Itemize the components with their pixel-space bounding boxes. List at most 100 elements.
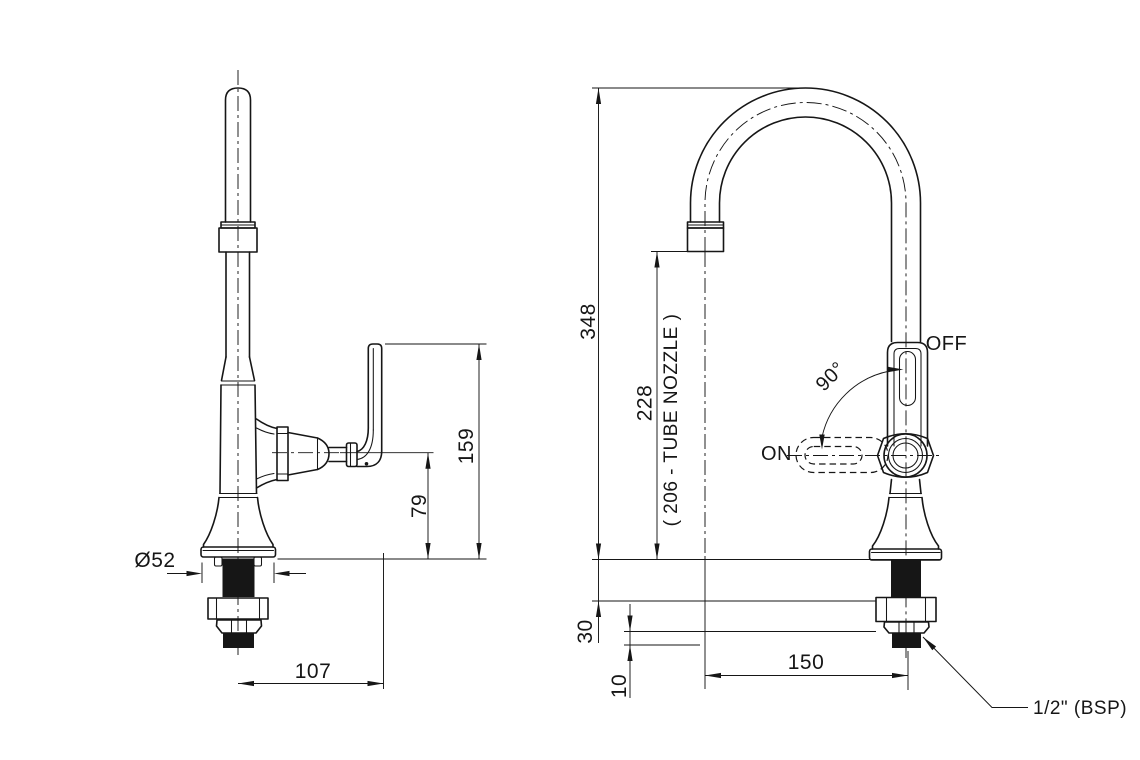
ext-line [201, 562, 275, 583]
dim-label-valve-center-height: 79 [408, 494, 431, 518]
dim-label-base-diameter: Ø52 [134, 549, 175, 572]
nut-facet-lines [885, 596, 927, 623]
hex-nut [883, 621, 930, 634]
dim-label-handle-reach: 107 [295, 660, 332, 683]
valve-flange [276, 426, 289, 482]
front-bell-neck [889, 478, 922, 495]
dim-deck-lower: 10 [608, 604, 633, 698]
thread-callout-label: 1/2" (BSP) [1033, 698, 1127, 719]
side-spout-outline [224, 87, 252, 223]
arrowhead [367, 680, 384, 687]
mounting-nut [207, 597, 269, 620]
lever-inner-outline [893, 347, 922, 447]
arrowhead [627, 645, 633, 661]
dim-handle-top-height: 159 [277, 343, 487, 560]
arrowhead [888, 366, 904, 373]
arrowhead [595, 601, 602, 617]
dim-label-spout-reach: 150 [788, 651, 825, 674]
dim-label-overall-height: 348 [577, 303, 600, 340]
side-handle-lever [367, 343, 383, 452]
side-nozzle-body [218, 227, 258, 253]
arrowhead [819, 434, 825, 450]
dim-nozzle-clearance: 228 ( 206 - TUBE NOZZLE ) [634, 251, 687, 560]
arrowhead [595, 543, 602, 560]
threaded-shank [222, 558, 255, 597]
ring-lines [888, 492, 923, 499]
valve-neck-inner [255, 427, 275, 480]
handle-hub-flange [345, 442, 358, 468]
dim-label-nozzle-note: ( 206 - TUBE NOZZLE ) [661, 314, 682, 527]
dim-base-diameter: Ø52 [134, 549, 306, 583]
thread-tail [223, 633, 254, 648]
hub-ring [892, 442, 919, 469]
hex-nut [215, 619, 263, 634]
arrowhead [705, 672, 721, 679]
arrowhead [654, 543, 660, 560]
side-body [219, 384, 258, 494]
ext-line [704, 556, 909, 690]
lever-hook-inner [356, 429, 374, 461]
nut-facet-lines [898, 621, 915, 634]
gooseneck-centerline [704, 102, 907, 658]
arrowhead [274, 570, 290, 577]
valve-neck [255, 418, 278, 489]
nut-facet-lines [230, 619, 248, 634]
handle-on-label: ON [761, 443, 792, 465]
handle-lever-off [886, 341, 929, 447]
ring-lines [220, 380, 256, 386]
arrowhead [186, 570, 202, 577]
lever-hook [356, 427, 383, 468]
rotation-arc [821, 370, 891, 438]
flange-tab [213, 556, 223, 567]
side-base-flange [200, 546, 277, 558]
nut-facet-lines [215, 597, 261, 620]
ring-lines [218, 492, 259, 499]
ext-line [277, 343, 487, 560]
arrowhead [654, 251, 660, 268]
side-view [200, 70, 383, 655]
dim-label-deck-upper: 30 [574, 619, 597, 643]
dim-label-handle-top-height: 159 [455, 428, 478, 465]
arrowhead [425, 452, 431, 469]
dim-label-deck-lower: 10 [608, 674, 631, 698]
lever-slot [898, 350, 917, 407]
dim-deck-upper: 30 [574, 601, 602, 644]
dim-overall-height: 348 [577, 87, 804, 643]
handle-lever-on-ghost [795, 436, 889, 474]
arrowhead [425, 543, 431, 559]
arrowhead [476, 344, 482, 360]
thread-callout: 1/2" (BSP) [922, 636, 1127, 719]
side-riser-tube [225, 251, 251, 358]
dim-label-nozzle-clearance: 228 [634, 385, 657, 422]
side-bell-base [202, 496, 274, 548]
valve-bonnet-cone [287, 431, 330, 476]
hub-hex-bonnet [876, 432, 935, 479]
arrowhead [595, 88, 602, 104]
arrowhead [476, 543, 482, 559]
handle-off-label: OFF [926, 333, 968, 355]
front-bell-base [871, 496, 940, 550]
gooseneck-inner [718, 116, 893, 343]
dim-spout-reach: 150 [704, 556, 909, 690]
arrowhead [892, 672, 908, 679]
nozzle-body [686, 227, 725, 253]
front-view: 90° ON OFF [592, 87, 968, 658]
set-screw-dot [364, 462, 369, 466]
thread-tail [892, 633, 921, 648]
valve-flange-ticks [276, 432, 289, 475]
arrowhead [238, 680, 254, 687]
dim-label-handle-rotation: 90° [812, 358, 850, 396]
dim-handle-reach: 107 [238, 553, 384, 689]
valve-stem [328, 446, 348, 463]
dim-valve-center-height: 79 [272, 452, 434, 559]
threaded-shank [891, 560, 921, 598]
arrowhead [627, 615, 633, 632]
arrowhead [923, 637, 937, 651]
side-riser-flare [220, 356, 256, 382]
leader-line [922, 636, 1028, 708]
front-base-flange [868, 548, 943, 561]
gooseneck-outer [689, 87, 922, 343]
lever-on-slot-ghost [804, 445, 863, 465]
